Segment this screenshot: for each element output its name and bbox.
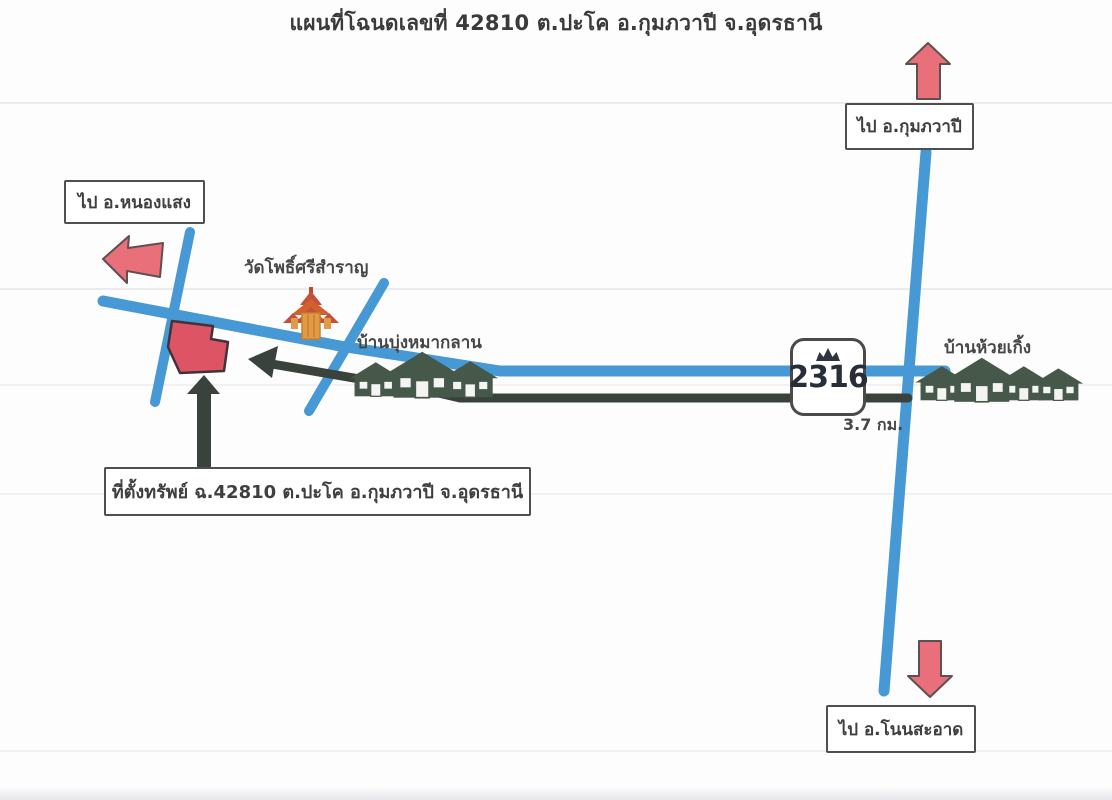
route-number: 2316 (788, 360, 868, 395)
arrow-left-icon (102, 235, 164, 284)
temple-icon (283, 287, 339, 340)
road-vertical-blue (878, 146, 932, 697)
road-branch-west (150, 227, 195, 407)
scan-line (0, 750, 1112, 752)
map-title: แผนที่โฉนดเลขที่ 42810 ต.ปะโค อ.กุมภวาปี… (289, 11, 823, 35)
house-icon (1032, 367, 1084, 401)
highway-route-shield: 2316 (788, 338, 869, 416)
house-icon (946, 356, 1017, 403)
arrow-up-icon (905, 42, 951, 100)
property-pointer-arrow-icon (187, 375, 220, 468)
sign-non-sa-at: ไป อ.โนนสะอาด (826, 705, 976, 753)
scan-line (0, 493, 1112, 495)
arrow-down-icon (907, 640, 953, 698)
scan-line (0, 102, 1112, 104)
access-arrowhead-icon (248, 346, 278, 378)
scan-line (0, 384, 1112, 386)
sign-nong-saeng-label: ไป อ.หนองแสง (78, 192, 191, 213)
temple-label: วัดโพธิ์ศรีสำราญ (244, 258, 369, 278)
garuda-icon (816, 348, 840, 361)
scan-line (0, 288, 1112, 290)
sign-kumphawapi: ไป อ.กุมภวาปี (845, 103, 974, 150)
road-branch-temple (304, 278, 389, 416)
property-parcel (166, 319, 230, 375)
distance-label: 3.7 กม. (843, 415, 904, 434)
sign-nong-saeng: ไป อ.หนองแสง (64, 180, 205, 224)
village-left-houses (348, 350, 499, 399)
property-location-box: ที่ตั้งทรัพย์ ฉ.42810 ต.ปะโค อ.กุมภวาปี … (104, 467, 531, 516)
sign-kumphawapi-label: ไป อ.กุมภวาปี (857, 117, 962, 137)
village-huai-koeng-label: บ้านห้วยเกิ้ง (944, 338, 1032, 358)
property-location-label: ที่ตั้งทรัพย์ ฉ.42810 ต.ปะโค อ.กุมภวาปี … (111, 482, 524, 503)
sign-non-sa-at-label: ไป อ.โนนสะอาด (838, 719, 964, 740)
village-bung-mak-lan-label: บ้านบุ่งหมากลาน (357, 333, 482, 353)
village-right-houses (914, 356, 1084, 403)
scan-edge (0, 788, 1112, 800)
